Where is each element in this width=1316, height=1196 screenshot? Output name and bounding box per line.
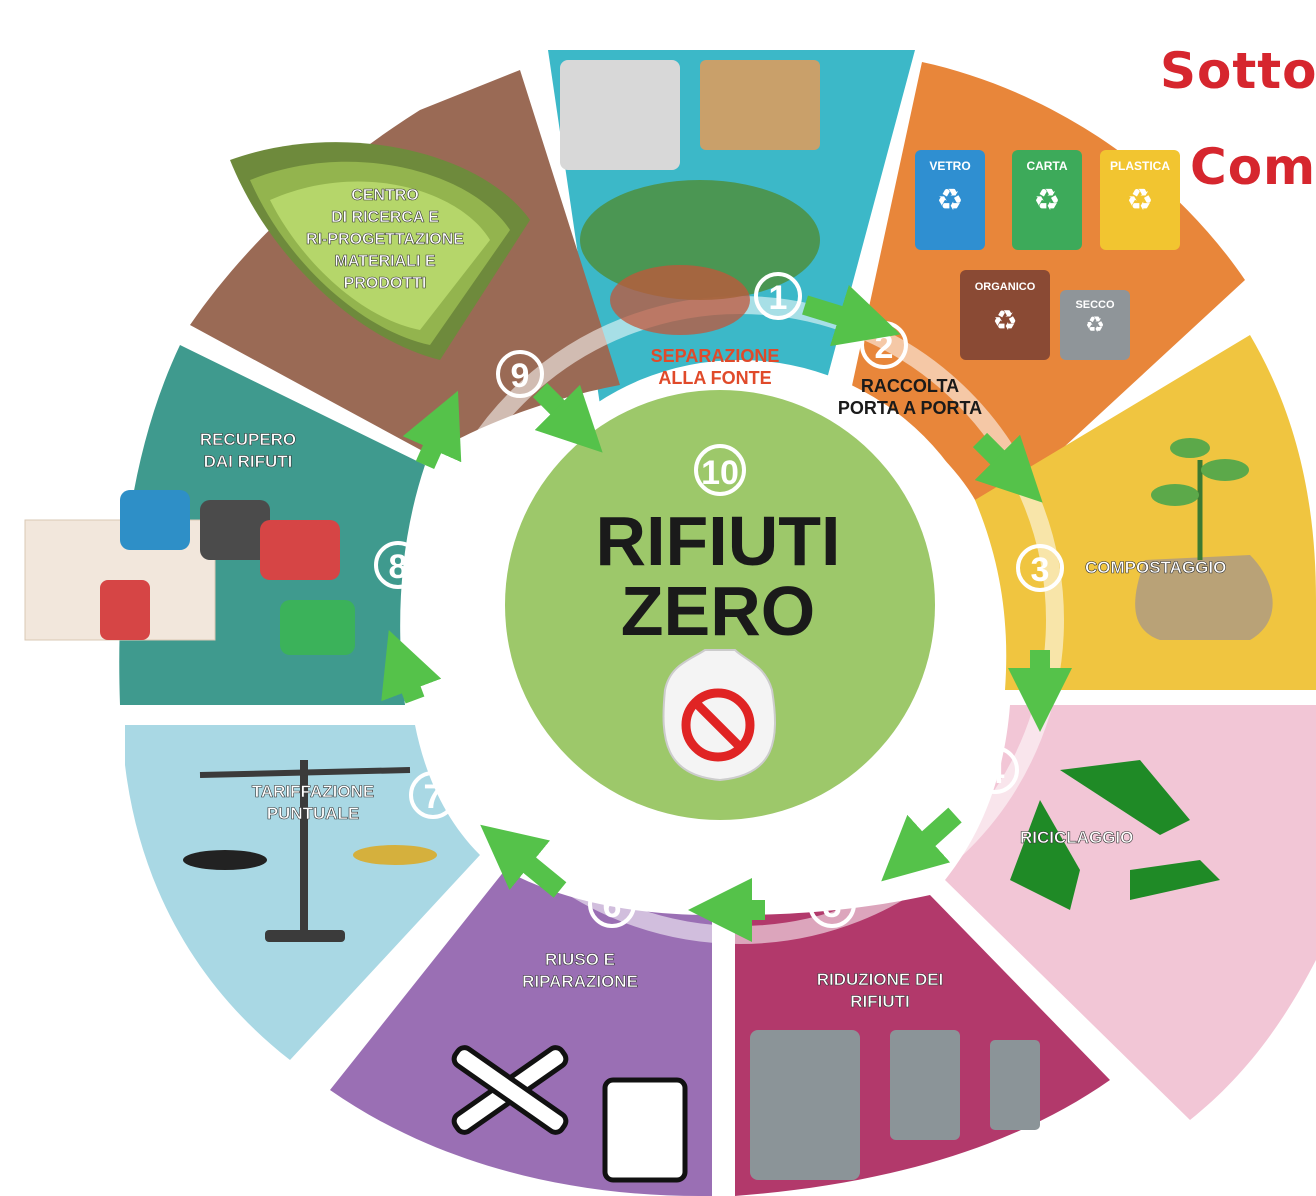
step-7-badge bbox=[409, 771, 457, 819]
header-line2: Com bbox=[1190, 138, 1316, 196]
step-5-label: RIDUZIONE DEI bbox=[817, 970, 944, 989]
step-9-label: CENTRO bbox=[351, 187, 419, 204]
header-line1: Sotto bbox=[1160, 42, 1316, 100]
recycle-icon: ♻ bbox=[1034, 184, 1061, 217]
scale-illustration bbox=[183, 760, 437, 942]
step-6-number: 6 bbox=[603, 887, 622, 925]
step-6-badge bbox=[588, 880, 636, 928]
step-9-label: MATERIALI E bbox=[334, 253, 435, 270]
prohibited-icon bbox=[681, 688, 755, 762]
bin-vetro bbox=[915, 150, 985, 250]
recycle-icon: ♻ bbox=[1085, 312, 1105, 337]
step-8-number: 8 bbox=[389, 548, 408, 586]
step-3-number: 3 bbox=[1031, 551, 1050, 589]
bin-organico bbox=[960, 270, 1050, 360]
bin-label-carta: CARTA bbox=[1026, 159, 1067, 173]
flow-arrows bbox=[381, 285, 1073, 943]
bin-secco bbox=[1060, 290, 1130, 360]
step-4-badge bbox=[971, 746, 1019, 794]
center-circle[interactable] bbox=[505, 390, 935, 820]
step-8-badge bbox=[374, 541, 422, 589]
bins-group: VETRO CARTA PLASTICA ORGANICO SECCO ♻ ♻ … bbox=[915, 150, 1180, 360]
bin-plastica bbox=[1100, 150, 1180, 250]
step-7-number: 7 bbox=[424, 778, 443, 816]
step-5-number: 5 bbox=[823, 887, 842, 925]
recovered-materials-illustration bbox=[24, 490, 355, 655]
compost-sack-illustration bbox=[1135, 438, 1273, 640]
trash-bag-icon bbox=[662, 649, 776, 782]
center-title-line1: RIFIUTI bbox=[596, 502, 841, 580]
step-4-number: 4 bbox=[986, 753, 1005, 791]
step-2-number: 2 bbox=[875, 328, 894, 366]
center-number-badge bbox=[694, 444, 746, 496]
step-1-number: 1 bbox=[769, 279, 788, 317]
step-7-label: PUNTUALE bbox=[267, 804, 360, 823]
recycle-icon: ♻ bbox=[937, 184, 964, 217]
arrow-9-center bbox=[532, 382, 603, 453]
arrow-2-3 bbox=[972, 432, 1043, 503]
step-2-label: RACCOLTA bbox=[861, 376, 959, 396]
step-4-label: RICICLAGGIO bbox=[1020, 828, 1133, 847]
step-9-label: RI-PROGETTAZIONE bbox=[306, 231, 464, 248]
step-3-badge bbox=[1016, 544, 1064, 592]
step-6-label: RIUSO E bbox=[545, 950, 615, 969]
step-1-label: SEPARAZIONE bbox=[651, 346, 780, 366]
step-8-label: RECUPERO bbox=[200, 430, 296, 449]
arrow-1-2 bbox=[802, 285, 901, 347]
step-9-label: DI RICERCA E bbox=[331, 209, 439, 226]
trash-cans-illustration bbox=[750, 1030, 1040, 1180]
step-1-label: ALLA FONTE bbox=[658, 368, 771, 388]
recycle-symbol-icon bbox=[1010, 760, 1220, 910]
tools-icon bbox=[451, 1045, 688, 1183]
recycle-icon: ♻ bbox=[1127, 184, 1154, 217]
bin-label-plastica: PLASTICA bbox=[1110, 159, 1170, 173]
bin-label-organico: ORGANICO bbox=[975, 281, 1036, 293]
research-layers-illustration bbox=[230, 142, 530, 360]
bin-carta bbox=[1012, 150, 1082, 250]
arrow-8-9 bbox=[402, 390, 462, 470]
step-5-badge bbox=[808, 880, 856, 928]
bin-label-vetro: VETRO bbox=[929, 159, 970, 173]
arrow-7-8 bbox=[381, 630, 442, 704]
step-8-label: DAI RIFUTI bbox=[204, 452, 293, 471]
bin-label-secco: SECCO bbox=[1075, 299, 1115, 311]
step-9-label: PRODOTTI bbox=[344, 275, 427, 292]
step-5-label: RIFIUTI bbox=[850, 992, 910, 1011]
step-9-badge bbox=[496, 350, 544, 398]
step-6-label: RIPARAZIONE bbox=[522, 972, 638, 991]
step-1-badge bbox=[754, 272, 802, 320]
arrow-6-7 bbox=[480, 824, 567, 898]
step-7-label: TARIFFAZIONE bbox=[252, 782, 374, 801]
recycle-icon: ♻ bbox=[992, 305, 1017, 336]
step-3-label: COMPOSTAGGIO bbox=[1085, 558, 1226, 577]
arrow-4-5 bbox=[881, 807, 962, 882]
center-number: 10 bbox=[701, 454, 739, 492]
step-9-number: 9 bbox=[511, 357, 530, 395]
center-title-line2: ZERO bbox=[621, 572, 815, 650]
waste-pile-illustration bbox=[560, 60, 820, 335]
step-2-label: PORTA A PORTA bbox=[838, 398, 982, 418]
